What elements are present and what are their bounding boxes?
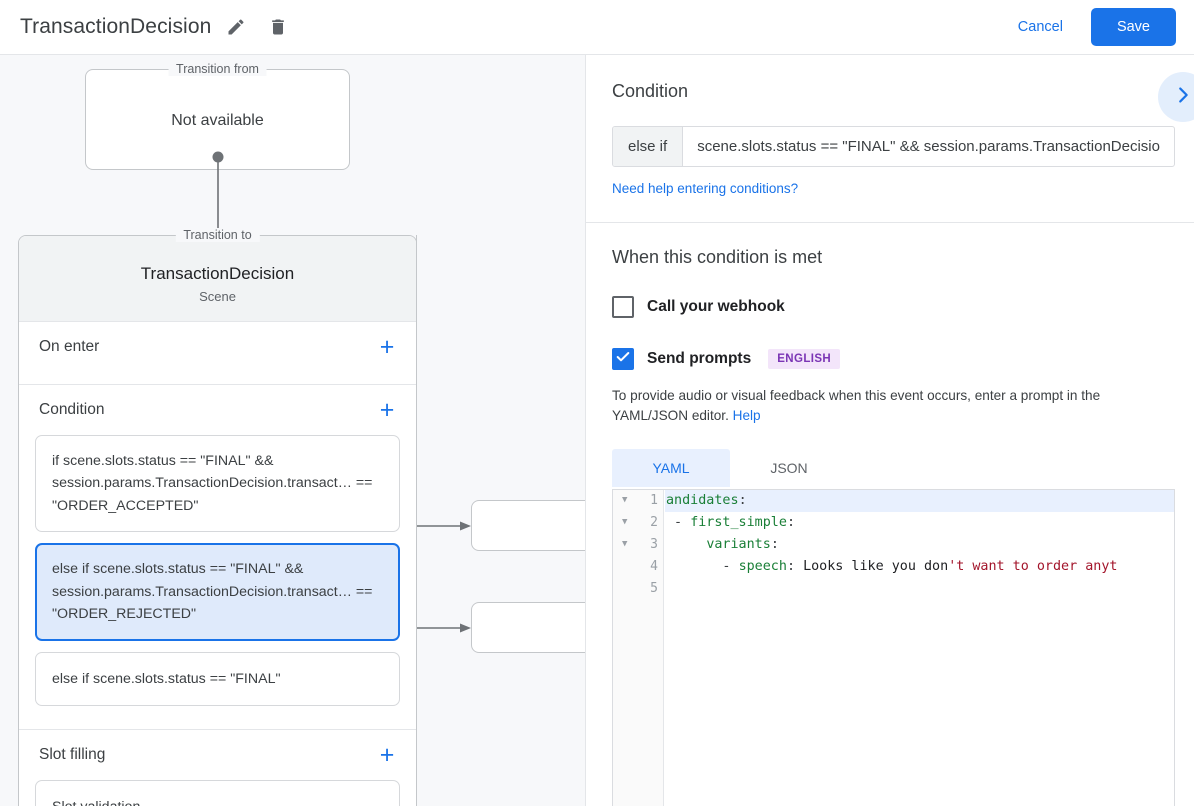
section-on-enter-title: On enter	[39, 338, 100, 355]
editor-code-line[interactable]: - first_simple:	[666, 514, 795, 530]
tab-yaml[interactable]: YAML	[612, 448, 730, 487]
section-slot-filling: Slot filling + Slot validation	[19, 729, 416, 806]
prompts-help-sentence: To provide audio or visual feedback when…	[612, 388, 1101, 424]
transition-to-node[interactable]: Transition to TransactionDecision Scene …	[18, 228, 417, 806]
section-condition-head: Condition +	[19, 385, 416, 435]
condition-expression-input[interactable]	[683, 127, 1174, 166]
send-prompts-label: Send prompts	[647, 350, 752, 367]
editor-format-tabs: YAML JSON	[612, 448, 1194, 487]
chevron-right-icon	[1172, 84, 1194, 111]
add-condition-button[interactable]: +	[379, 395, 395, 424]
condition-input-row[interactable]: else if	[612, 126, 1175, 167]
prompts-help-text: To provide audio or visual feedback when…	[612, 386, 1175, 427]
call-webhook-checkbox[interactable]	[612, 296, 634, 318]
section-slot-filling-head: Slot filling +	[19, 730, 416, 780]
app-header: TransactionDecision Cancel Save	[0, 0, 1194, 55]
delete-button[interactable]	[261, 10, 295, 44]
editor-code-area[interactable]: andidates: - first_simple: variants: - s…	[665, 489, 1174, 806]
transition-from-value: Not available	[171, 112, 264, 129]
section-on-enter: On enter +	[19, 321, 416, 384]
condition-operator-label: else if	[613, 127, 684, 166]
check-icon	[615, 349, 631, 370]
editor-code-line[interactable]: - speech: Looks like you don't want to o…	[666, 558, 1118, 574]
expand-panel-button[interactable]	[1158, 72, 1194, 122]
fold-arrow-icon[interactable]: ▼	[622, 538, 628, 549]
editor-line-number: 4	[650, 559, 658, 575]
condition-help-link[interactable]: Need help entering conditions?	[612, 181, 799, 196]
ghost-target-node-1[interactable]	[471, 500, 585, 551]
editor-line-number: 5	[650, 581, 658, 597]
panel-divider	[585, 55, 586, 806]
transition-from-legend: Transition from	[168, 62, 267, 76]
fold-arrow-icon[interactable]: ▼	[622, 516, 628, 527]
cancel-button[interactable]: Cancel	[1004, 10, 1077, 44]
save-button[interactable]: Save	[1090, 8, 1176, 46]
section-condition: Condition + if scene.slots.status == "FI…	[19, 384, 416, 729]
edit-title-button[interactable]	[219, 10, 253, 44]
section-on-enter-head: On enter +	[19, 322, 416, 372]
language-badge: ENGLISH	[768, 349, 841, 369]
add-slot-filling-button[interactable]: +	[379, 740, 395, 769]
details-panel: Condition else if Need help entering con…	[586, 55, 1194, 806]
transition-to-subtitle: Scene	[199, 289, 236, 304]
condition-section: Condition else if Need help entering con…	[586, 55, 1194, 223]
trash-icon	[268, 17, 288, 37]
transition-to-title: TransactionDecision	[140, 264, 295, 283]
editor-line-gutter: ▼1 ▼2 ▼3 4 5	[613, 489, 664, 806]
transition-to-header: Transition to TransactionDecision Scene	[19, 228, 416, 321]
scene-graph-canvas[interactable]: Transition from Not available Transi	[0, 55, 585, 806]
editor-line-number: ▼1	[622, 493, 658, 509]
condition-item[interactable]: else if scene.slots.status == "FINAL"	[35, 651, 400, 707]
call-webhook-label: Call your webhook	[647, 298, 785, 315]
page-title: TransactionDecision	[20, 15, 212, 38]
section-condition-title: Condition	[39, 401, 105, 418]
send-prompts-row[interactable]: Send prompts ENGLISH	[612, 346, 1194, 372]
editor-code-line[interactable]: variants:	[706, 536, 779, 552]
prompts-help-link[interactable]: Help	[732, 408, 761, 424]
section-slot-filling-title: Slot filling	[39, 746, 106, 764]
add-on-enter-button[interactable]: +	[379, 332, 395, 361]
slot-filling-item[interactable]: Slot validation	[35, 780, 400, 806]
condition-item[interactable]: else if scene.slots.status == "FINAL" &&…	[35, 543, 400, 641]
transition-to-legend: Transition to	[175, 228, 260, 242]
fold-arrow-icon[interactable]: ▼	[622, 494, 628, 505]
editor-code-line[interactable]	[665, 578, 1174, 600]
header-actions: Cancel Save	[1004, 8, 1194, 46]
condition-heading: Condition	[612, 81, 689, 101]
yaml-editor[interactable]: ▼1 ▼2 ▼3 4 5 andidates: - first_simple: vari…	[612, 488, 1175, 806]
call-webhook-row[interactable]: Call your webhook	[612, 294, 1194, 320]
when-condition-met-heading: When this condition is met	[612, 247, 823, 267]
editor-code-line[interactable]: andidates:	[665, 489, 1174, 512]
when-condition-met-section: When this condition is met Call your web…	[586, 223, 1194, 806]
editor-line-number: ▼3	[622, 537, 658, 553]
send-prompts-checkbox[interactable]	[612, 348, 634, 370]
pencil-icon	[226, 17, 246, 37]
ghost-target-node-2[interactable]	[471, 602, 585, 653]
editor-line-number: ▼2	[622, 515, 658, 531]
body-area: Transition from Not available Transi	[0, 55, 1194, 806]
condition-item[interactable]: if scene.slots.status == "FINAL" && sess…	[35, 435, 400, 533]
tab-json[interactable]: JSON	[770, 459, 808, 476]
